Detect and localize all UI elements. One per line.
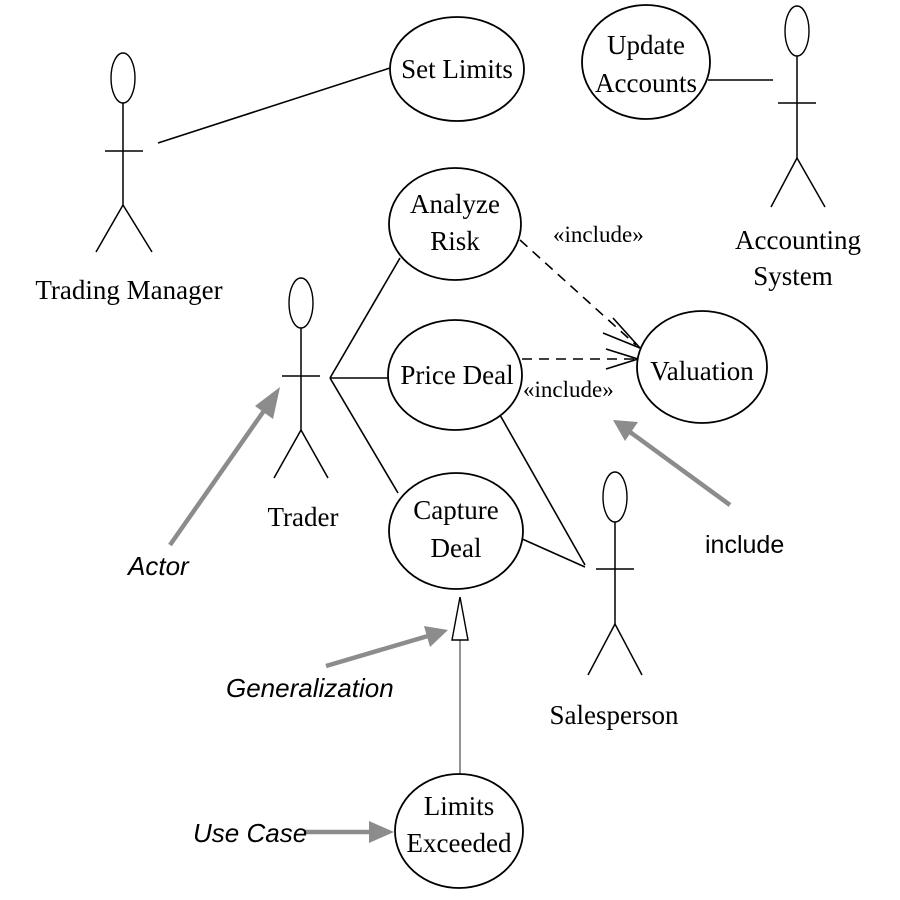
assoc-trader-analyze-risk [329,257,401,379]
annotation-use-case: Use Case [193,818,394,848]
stick-figure-icon [587,471,643,676]
use-case-set-limits[interactable]: Set Limits [389,16,525,122]
include-pointer-arrowhead-icon [613,420,638,441]
update-accounts-label-line2: Accounts [595,68,697,98]
actor-trader[interactable]: Trader [268,277,339,532]
assoc-trading-manager-set-limits [157,67,391,144]
price-deal-label: Price Deal [400,360,513,390]
associations [157,67,773,568]
actor-pointer-arrow [168,403,270,547]
accounting-system-label-line1: Accounting [735,225,861,255]
generalization-triangle-icon [451,596,469,641]
accounting-system-label-line2: System [753,261,833,291]
use-case-price-deal[interactable]: Price Deal [387,319,523,431]
generalization-pointer-arrow [325,633,429,669]
assoc-trader-capture-deal [329,377,399,494]
analyze-risk-label-line1: Analyze [410,189,500,219]
use-case-valuation[interactable]: Valuation [636,310,768,424]
use-case-update-accounts[interactable]: Update Accounts [581,4,711,120]
actor-accounting-system[interactable]: Accounting System [735,5,861,291]
use-case-pointer-arrowhead-icon [369,821,394,843]
include-analyze-risk-valuation [519,239,637,346]
capture-deal-label-line2: Deal [431,533,482,563]
use-case-capture-deal[interactable]: Capture Deal [388,472,524,590]
set-limits-label: Set Limits [401,54,513,84]
limits-exceeded-label-line1: Limits [424,791,495,821]
actor-salesperson[interactable]: Salesperson [550,471,679,730]
capture-deal-label-line1: Capture [413,495,498,525]
generalization-annotation-label: Generalization [226,673,394,703]
annotation-generalization: Generalization [226,626,448,703]
annotation-actor: Actor [126,387,280,581]
stick-figure-icon [273,277,329,479]
trader-label: Trader [268,502,339,532]
assoc-price-deal-salesperson [499,414,586,566]
include-dependencies [519,239,641,370]
assoc-capture-deal-salesperson [519,537,586,568]
actor-annotation-label: Actor [126,551,190,581]
limits-exceeded-label-line2: Exceeded [407,828,512,858]
annotation-include: include [613,420,784,559]
actor-pointer-arrowhead-icon [255,387,280,419]
use-case-limits-exceeded[interactable]: Limits Exceeded [394,773,524,889]
include-pointer-arrow [628,430,732,507]
salesperson-label: Salesperson [550,700,679,730]
generalization-relation [451,596,469,775]
use-case-analyze-risk[interactable]: Analyze Risk [388,167,522,281]
actor-trading-manager[interactable]: Trading Manager [35,52,223,305]
analyze-risk-label-line2: Risk [430,226,480,256]
include-stereotype-label-2: «include» [523,377,614,402]
include-annotation-label: include [705,531,784,559]
update-accounts-label-line1: Update [607,30,685,60]
trading-manager-label: Trading Manager [35,275,222,305]
generalization-pointer-arrowhead-icon [424,626,448,647]
include-stereotype-label-1: «include» [553,222,644,247]
use-case-annotation-label: Use Case [193,818,307,848]
stick-figure-icon [95,52,153,253]
stick-figure-icon [770,5,826,208]
valuation-label: Valuation [650,356,754,386]
